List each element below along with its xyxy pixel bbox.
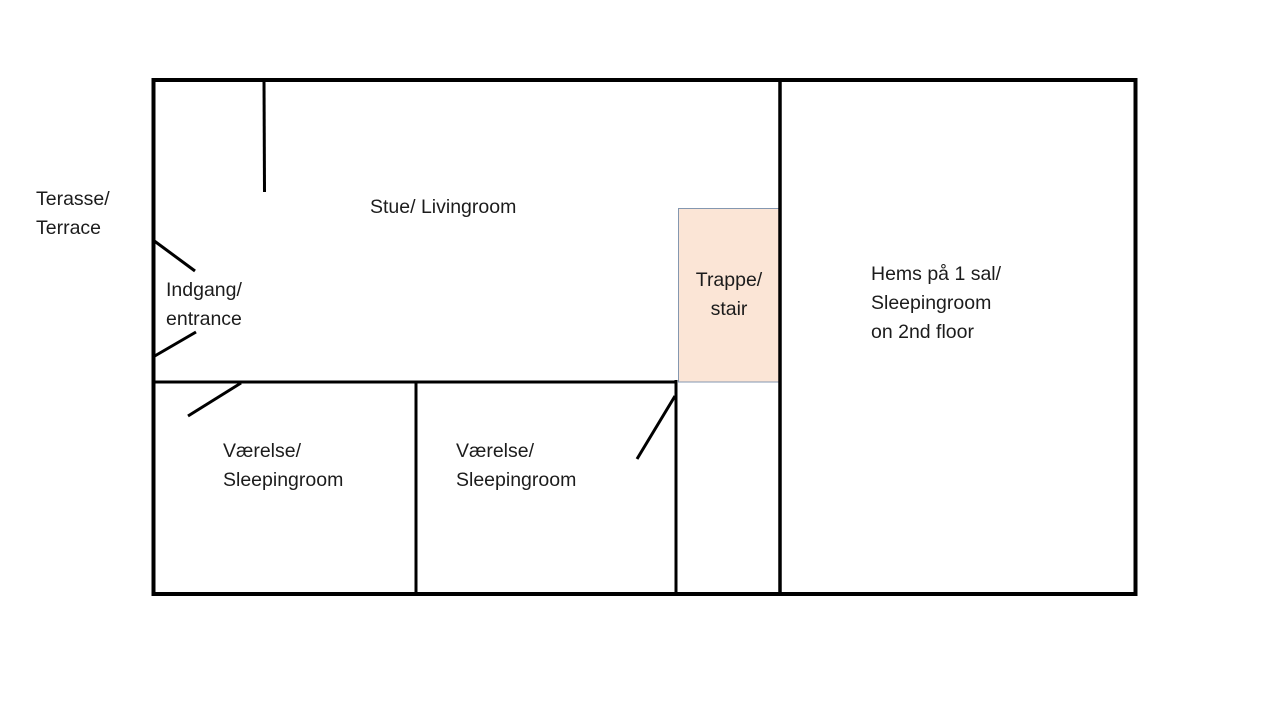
bedroom2-door (635, 395, 677, 460)
livingroom-label: Stue/ Livingroom (370, 196, 517, 218)
bedroom-1-label: Værelse/ Sleepingroom (223, 440, 344, 491)
loft-label: Hems på 1 sal/ Sleepingroom on 2nd floor (871, 263, 1002, 343)
outer-wall (151, 78, 1138, 596)
terrace-label: Terasse/ Terrace (36, 188, 110, 239)
entrance-door-upper (152, 238, 196, 273)
bedroom1-door (187, 381, 242, 418)
bedroom-2-label: Værelse/ Sleepingroom (456, 440, 577, 491)
partition-wall (262, 79, 266, 193)
stair-area (678, 208, 781, 383)
stair-label: Trappe/ stair (695, 269, 763, 320)
entrance-label: Indgang/ entrance (166, 279, 242, 330)
entrance-door-lower (152, 330, 197, 359)
